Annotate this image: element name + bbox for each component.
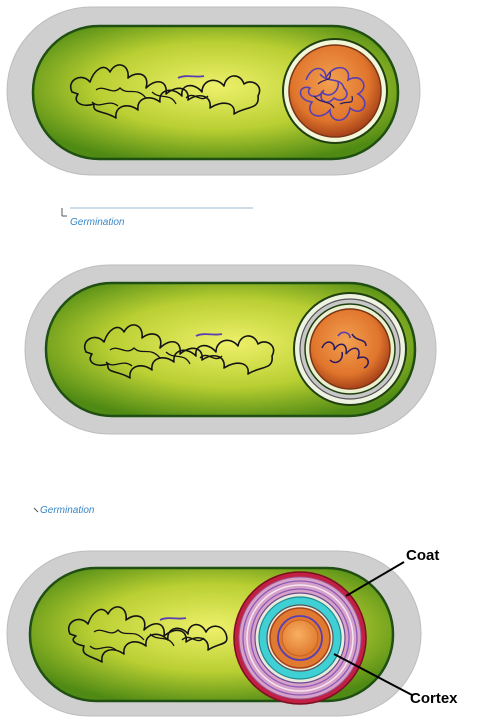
- germination-caption-1: Germination: [70, 217, 124, 228]
- cell-stage-1: [7, 7, 420, 175]
- cortex-label: Cortex: [410, 690, 458, 707]
- cell-stage-2: [25, 265, 436, 434]
- caption-divider-2: [34, 508, 38, 512]
- cell-stage-3: [7, 551, 421, 716]
- spore-core: [310, 309, 390, 389]
- spore-core: [282, 620, 318, 656]
- coat-label: Coat: [406, 547, 439, 564]
- germination-caption-2: Germination: [40, 505, 94, 516]
- caption-divider-1: [62, 208, 253, 216]
